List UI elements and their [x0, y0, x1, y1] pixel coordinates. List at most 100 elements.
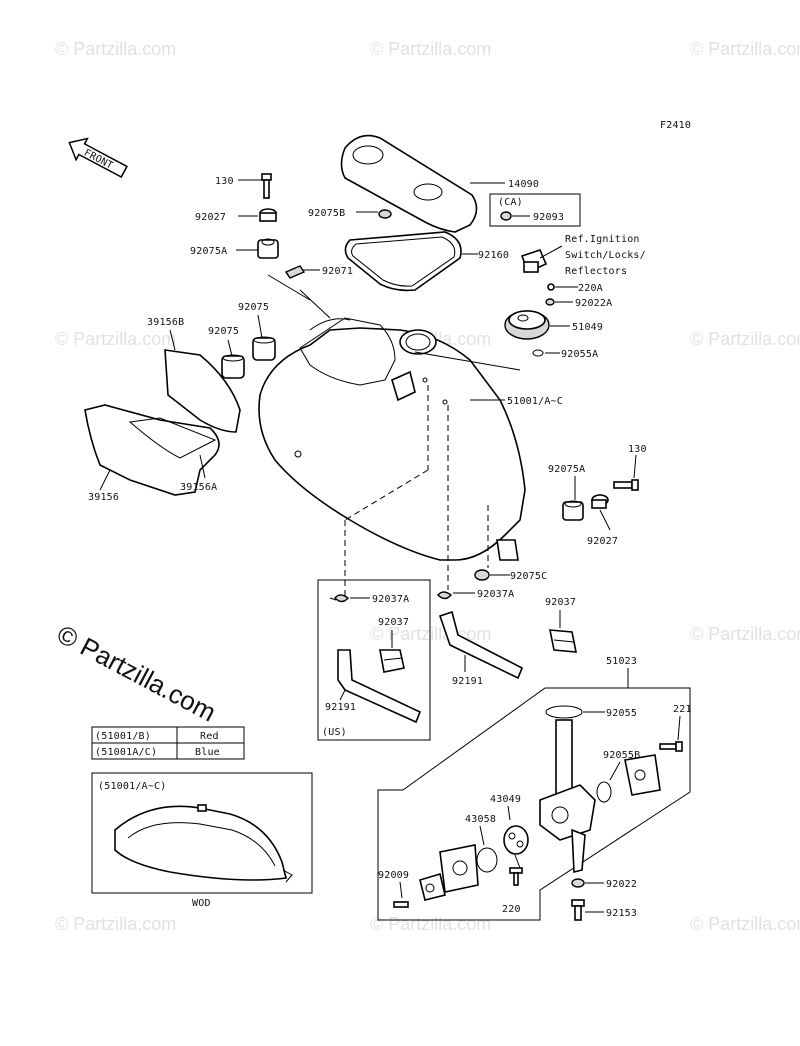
label-92037-right: 92037 — [545, 597, 576, 608]
knob-icon — [419, 872, 446, 901]
screw-220-icon — [509, 867, 523, 886]
damper-92075-icon — [221, 354, 245, 379]
front-arrow-icon: FRONT — [68, 137, 128, 179]
clamp-92037-right-icon — [549, 629, 577, 653]
inset-tank-outline — [114, 805, 287, 881]
label-51001: 51001/A~C — [507, 396, 563, 407]
side-cover-39156 — [84, 404, 220, 496]
us-label: (US) — [322, 727, 347, 738]
label-92160: 92160 — [478, 250, 509, 261]
label-92022A: 92022A — [575, 298, 612, 309]
screw-220A-icon — [547, 283, 555, 291]
washer-92022-icon — [571, 878, 585, 888]
label-220: 220 — [502, 904, 521, 915]
label-92075A-top: 92075A — [190, 246, 227, 257]
dash-cover-14090 — [340, 134, 478, 233]
cap-51049 — [504, 310, 550, 340]
label-39156B: 39156B — [147, 317, 184, 328]
clip-92071-icon — [284, 265, 306, 279]
figure-code: F2410 — [660, 120, 691, 131]
ignition-switch-icon — [520, 249, 548, 274]
label-39156A: 39156A — [180, 482, 217, 493]
fuel-tank-51001 — [258, 317, 526, 561]
screw-221-icon — [659, 741, 683, 752]
watermark: © Partzilla.com — [690, 39, 800, 59]
label-92055: 92055 — [606, 708, 637, 719]
label-43058: 43058 — [465, 814, 496, 825]
cover-plate-icon — [624, 754, 661, 796]
oring-43058-icon — [476, 847, 498, 873]
label-92075A-right: 92075A — [548, 464, 585, 475]
nut-92022A-icon — [545, 298, 555, 306]
label-92022: 92022 — [606, 879, 637, 890]
label-51049: 51049 — [572, 322, 603, 333]
plate-icon — [439, 844, 479, 893]
hose-92191-left — [337, 649, 422, 724]
ca-label: (CA) — [498, 197, 523, 208]
color-table: (51001/B) Red (51001A/C) Blue — [91, 726, 245, 760]
label-92055A: 92055A — [561, 349, 598, 360]
collar-92027-right-icon — [591, 494, 609, 509]
damper-92075-icon — [252, 336, 276, 361]
label-92075-b: 92075 — [238, 302, 269, 313]
label-220A: 220A — [578, 283, 603, 294]
grommet-92075C-icon — [474, 569, 490, 581]
ref-line-1: Ref.Ignition — [565, 234, 640, 245]
watermark: © Partzilla.com — [690, 329, 800, 349]
label-92037A-left: 92037A — [372, 594, 409, 605]
clamp-92037-left-icon — [379, 649, 405, 673]
inset-caption: WOD — [192, 898, 211, 909]
ref-line-2: Switch/Locks/ — [565, 250, 646, 261]
label-43049: 43049 — [490, 794, 521, 805]
label-51023: 51023 — [606, 656, 637, 667]
label-130-right: 130 — [628, 444, 647, 455]
label-92071: 92071 — [322, 266, 353, 277]
label-14090: 14090 — [508, 179, 539, 190]
label-92153: 92153 — [606, 908, 637, 919]
watermark: © Partzilla.com — [690, 624, 800, 644]
label-130-top: 130 — [215, 176, 234, 187]
assembly-box-51023 — [377, 687, 691, 921]
watermark: © Partzilla.com — [370, 39, 491, 59]
color-code-1: (51001/B) — [95, 731, 151, 742]
clamp-92037A-right-icon — [437, 591, 453, 600]
ref-line-3: Reflectors — [565, 266, 627, 277]
watermark: © Partzilla.com — [55, 329, 176, 349]
label-92191-left: 92191 — [325, 702, 356, 713]
label-92075B: 92075B — [308, 208, 345, 219]
label-92055B: 92055B — [603, 750, 640, 761]
watermark-layer: © Partzilla.com © Partzilla.com © Partzi… — [55, 39, 800, 934]
label-221: 221 — [673, 704, 692, 715]
hose-92191-right — [438, 610, 524, 680]
label-92037-left: 92037 — [378, 617, 409, 628]
watermark: © Partzilla.com — [55, 914, 176, 934]
label-92191-right: 92191 — [452, 676, 483, 687]
gasket-92055-icon — [545, 705, 583, 719]
label-92093: 92093 — [533, 212, 564, 223]
fuel-cock-body — [539, 719, 596, 874]
bolt-92153-icon — [571, 899, 585, 921]
label-92027-top: 92027 — [195, 212, 226, 223]
label-39156: 39156 — [88, 492, 119, 503]
damper-92075A-icon — [257, 238, 279, 259]
lever-43049-icon — [503, 825, 529, 855]
grommet-92075B-icon — [378, 209, 392, 219]
screw-92009-icon — [393, 901, 409, 908]
label-92075C: 92075C — [510, 571, 547, 582]
collar-92027-icon — [259, 208, 277, 222]
clamp-92037A-left-icon — [329, 594, 350, 603]
label-92009: 92009 — [378, 870, 409, 881]
oring-92055A-icon — [532, 349, 544, 357]
label-92027-right: 92027 — [587, 536, 618, 547]
label-92037A-right: 92037A — [477, 589, 514, 600]
inset-title: (51001/A~C) — [98, 781, 166, 792]
ca-box — [489, 193, 581, 227]
bolt-130-right-icon — [613, 479, 639, 491]
label-92075-a: 92075 — [208, 326, 239, 337]
color-name-1: Red — [200, 731, 219, 742]
color-code-2: (51001A/C) — [95, 747, 157, 758]
partzilla-logo-text: © Partzilla.com — [52, 619, 221, 728]
side-cover-39156B — [164, 349, 241, 433]
bolt-130-icon — [261, 173, 272, 199]
